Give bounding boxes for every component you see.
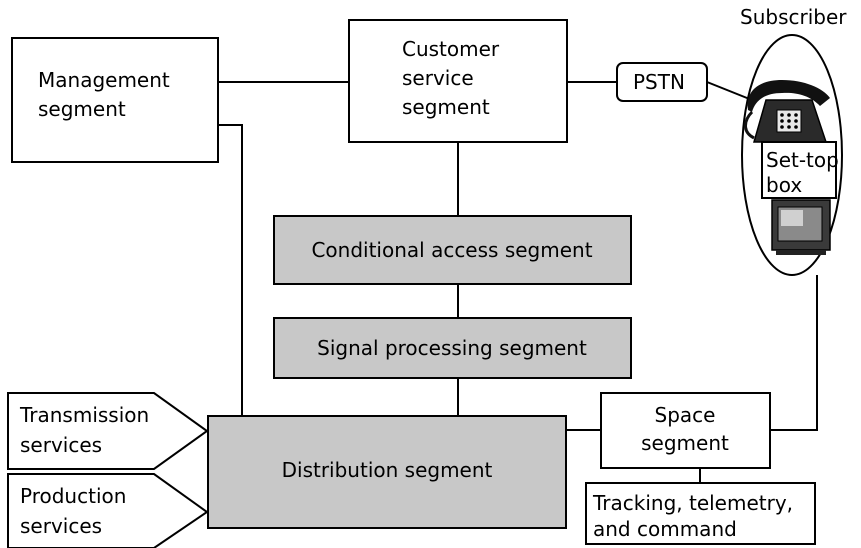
ttc-line2: and command [593, 517, 737, 541]
settop-label-line1: Set-top [766, 148, 839, 172]
customer-service-line1: Customer [402, 37, 500, 61]
television-icon [771, 199, 831, 255]
transmission-services-shape [7, 392, 209, 470]
connector-pstn-phone [706, 81, 753, 101]
space-segment-line2: segment [641, 431, 729, 455]
subscriber-title: Subscriber [740, 5, 847, 29]
transmission-services-line1: Transmission [19, 403, 149, 427]
management-segment-box [11, 37, 219, 163]
management-segment-line1: Management [38, 68, 170, 92]
ttc-box [585, 482, 816, 545]
customer-service-line3: segment [402, 95, 490, 119]
signal-processing-label: Signal processing segment [317, 336, 587, 360]
production-services-line1: Production [20, 484, 126, 508]
connector-space-subscriber [770, 275, 818, 431]
settop-label-line2: box [766, 173, 802, 197]
production-services-line2: services [20, 514, 102, 538]
telephone-icon [744, 80, 830, 143]
pstn-label: PSTN [633, 70, 685, 94]
connector-management-distribution [207, 124, 243, 416]
production-services-shape [7, 473, 209, 548]
customer-service-line2: service [402, 66, 474, 90]
settop-box [761, 141, 837, 199]
pstn-box [616, 62, 708, 102]
ttc-line1: Tracking, telemetry, [592, 491, 793, 515]
space-segment-box [600, 392, 771, 469]
conditional-access-label: Conditional access segment [311, 238, 592, 262]
conditional-access-segment-box [273, 215, 632, 285]
management-segment-line2: segment [38, 97, 126, 121]
space-segment-line1: Space [655, 403, 716, 427]
distribution-label: Distribution segment [282, 458, 493, 482]
distribution-segment-box [207, 415, 567, 529]
transmission-services-line2: services [20, 433, 102, 457]
customer-service-segment-box [348, 19, 568, 143]
signal-processing-segment-box [273, 317, 632, 379]
